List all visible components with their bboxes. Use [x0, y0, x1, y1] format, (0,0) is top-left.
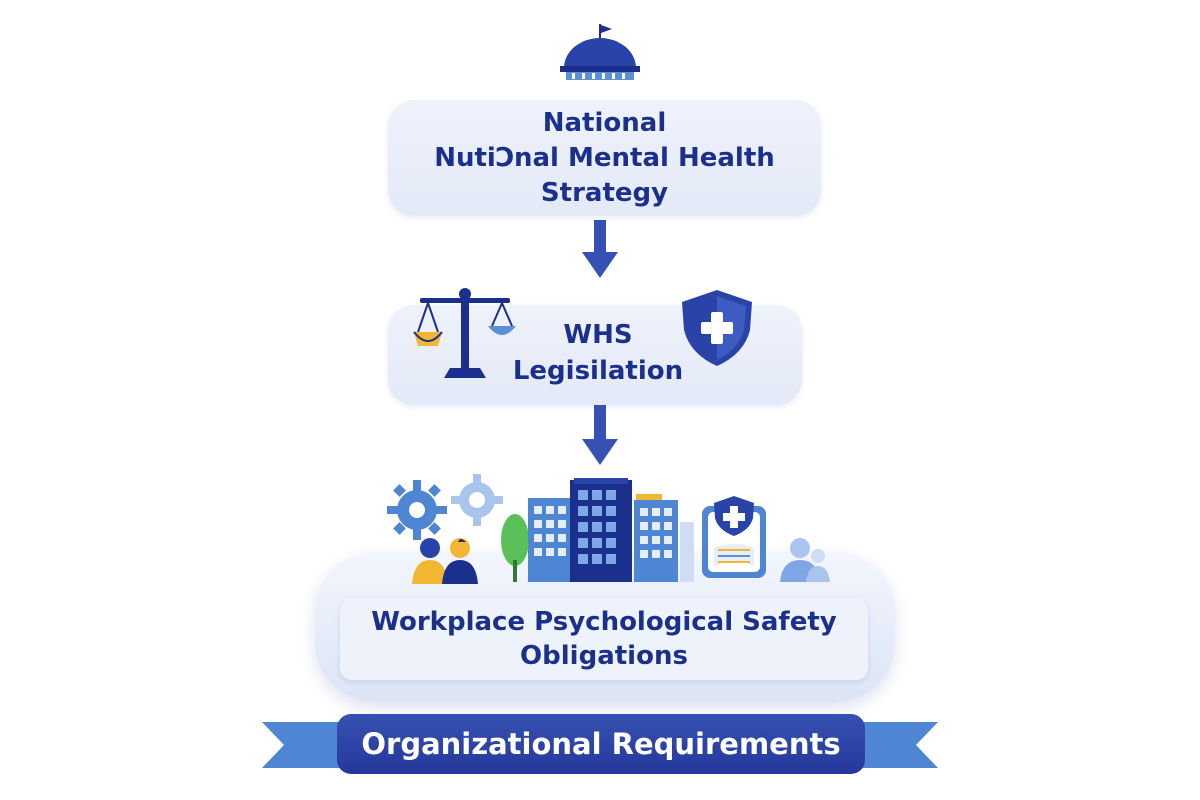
- middle-box-line-1: WHS: [563, 320, 633, 350]
- middle-box-line-2: Legisilation: [512, 356, 684, 386]
- workplace-obligations-box: Workplace Psychological Safety Obligatio…: [340, 598, 868, 680]
- scales-of-justice-icon: [413, 288, 516, 378]
- tree-icon: [501, 514, 529, 582]
- medical-clipboard-icon: [702, 496, 766, 578]
- capitol-dome-icon: [560, 24, 640, 80]
- ribbon-tails: [262, 722, 938, 768]
- shield-plus-icon: [682, 290, 752, 366]
- bottom-box-line-1: Workplace Psychological Safety: [371, 607, 837, 637]
- gears-icon: [387, 474, 503, 540]
- top-box-line-1: National: [542, 108, 667, 138]
- people-icon: [412, 538, 478, 584]
- office-buildings-icon: [528, 478, 694, 582]
- national-strategy-box: National NutiϽnal Mental Health Strategy: [388, 100, 821, 216]
- person-icon: [780, 538, 830, 582]
- top-box-line-2: NutiϽnal Mental Health: [434, 143, 775, 173]
- top-box-line-3: Strategy: [540, 178, 669, 208]
- banner-label: Organizational Requirements: [361, 727, 841, 761]
- bottom-box-line-2: Obligations: [520, 641, 688, 671]
- organizational-requirements-banner: Organizational Requirements: [337, 714, 865, 774]
